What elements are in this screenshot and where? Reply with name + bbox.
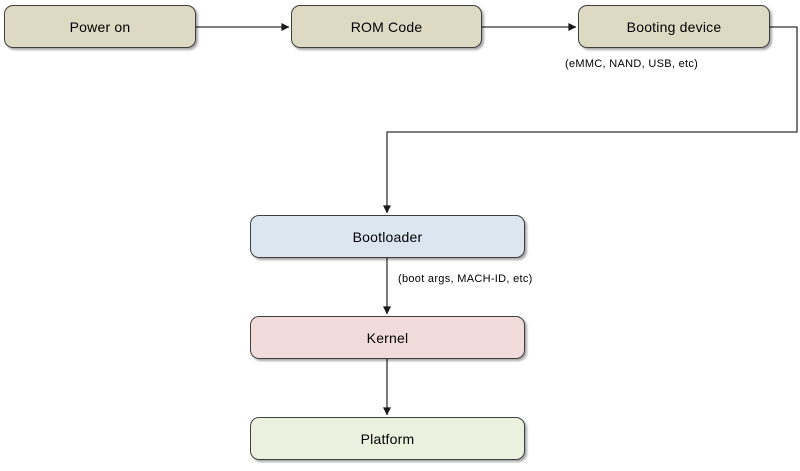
node-rom-code: ROM Code: [291, 5, 482, 48]
node-platform: Platform: [250, 417, 525, 460]
node-kernel: Kernel: [250, 316, 525, 359]
node-bootloader: Bootloader: [250, 215, 525, 258]
annotation-booting-device-note: (eMMC, NAND, USB, etc): [565, 58, 699, 70]
node-booting-device: Booting device: [578, 5, 770, 48]
node-power-on: Power on: [4, 5, 196, 48]
node-label-kernel: Kernel: [366, 329, 409, 346]
node-label-power-on: Power on: [69, 18, 131, 35]
node-label-booting-device: Booting device: [626, 18, 722, 35]
node-label-platform: Platform: [360, 430, 415, 447]
annotation-bootloader-note: (boot args, MACH-ID, etc): [398, 273, 533, 285]
node-label-rom-code: ROM Code: [350, 18, 423, 35]
connector-booting-device-to-bootloader: [383, 26, 798, 214]
node-label-bootloader: Bootloader: [352, 228, 423, 245]
